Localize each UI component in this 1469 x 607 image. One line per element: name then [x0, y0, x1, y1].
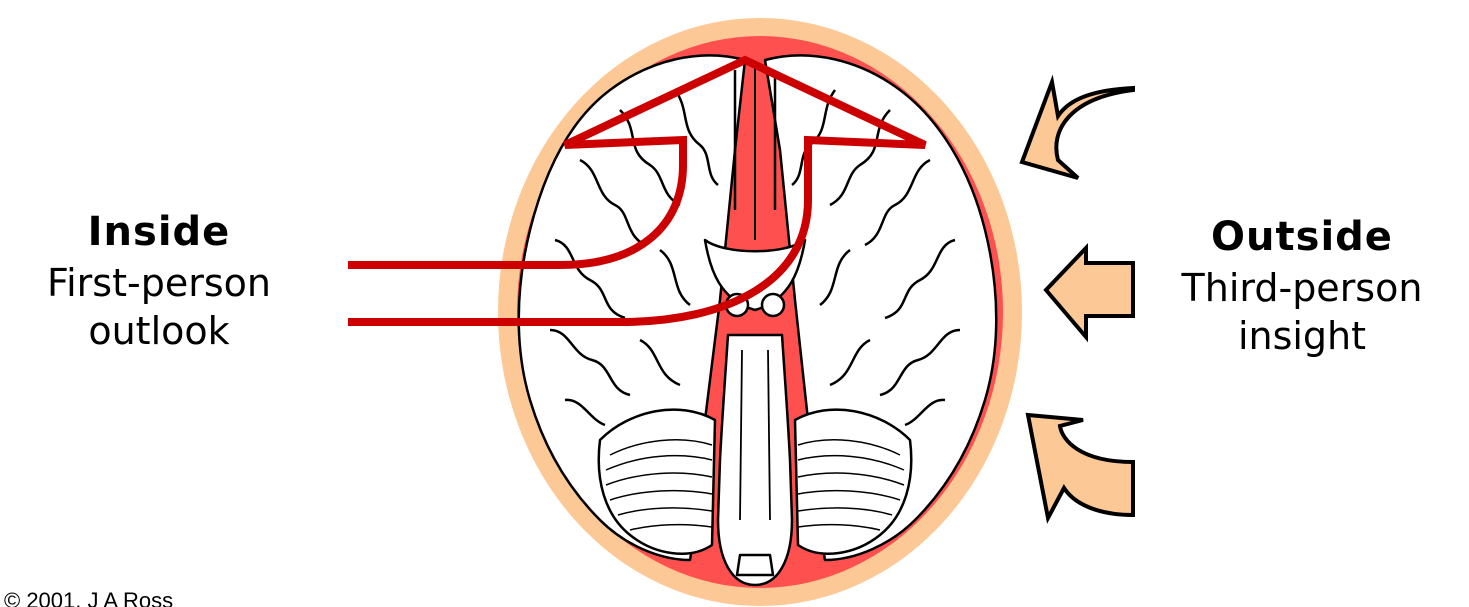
- inside-subtitle-line1: First-person: [0, 259, 318, 307]
- outside-label-block: Outside Third-person insight: [1135, 210, 1469, 360]
- curved-arrow-icon: [1022, 82, 1133, 518]
- copyright-text: © 2001, J A Ross: [4, 588, 173, 607]
- outside-heading: Outside: [1135, 210, 1469, 264]
- inside-subtitle-line2: outlook: [0, 307, 318, 355]
- inside-label-block: Inside First-person outlook: [0, 205, 318, 355]
- outside-subtitle-line1: Third-person: [1135, 264, 1469, 312]
- inside-heading: Inside: [0, 205, 318, 259]
- outside-subtitle-line2: insight: [1135, 312, 1469, 360]
